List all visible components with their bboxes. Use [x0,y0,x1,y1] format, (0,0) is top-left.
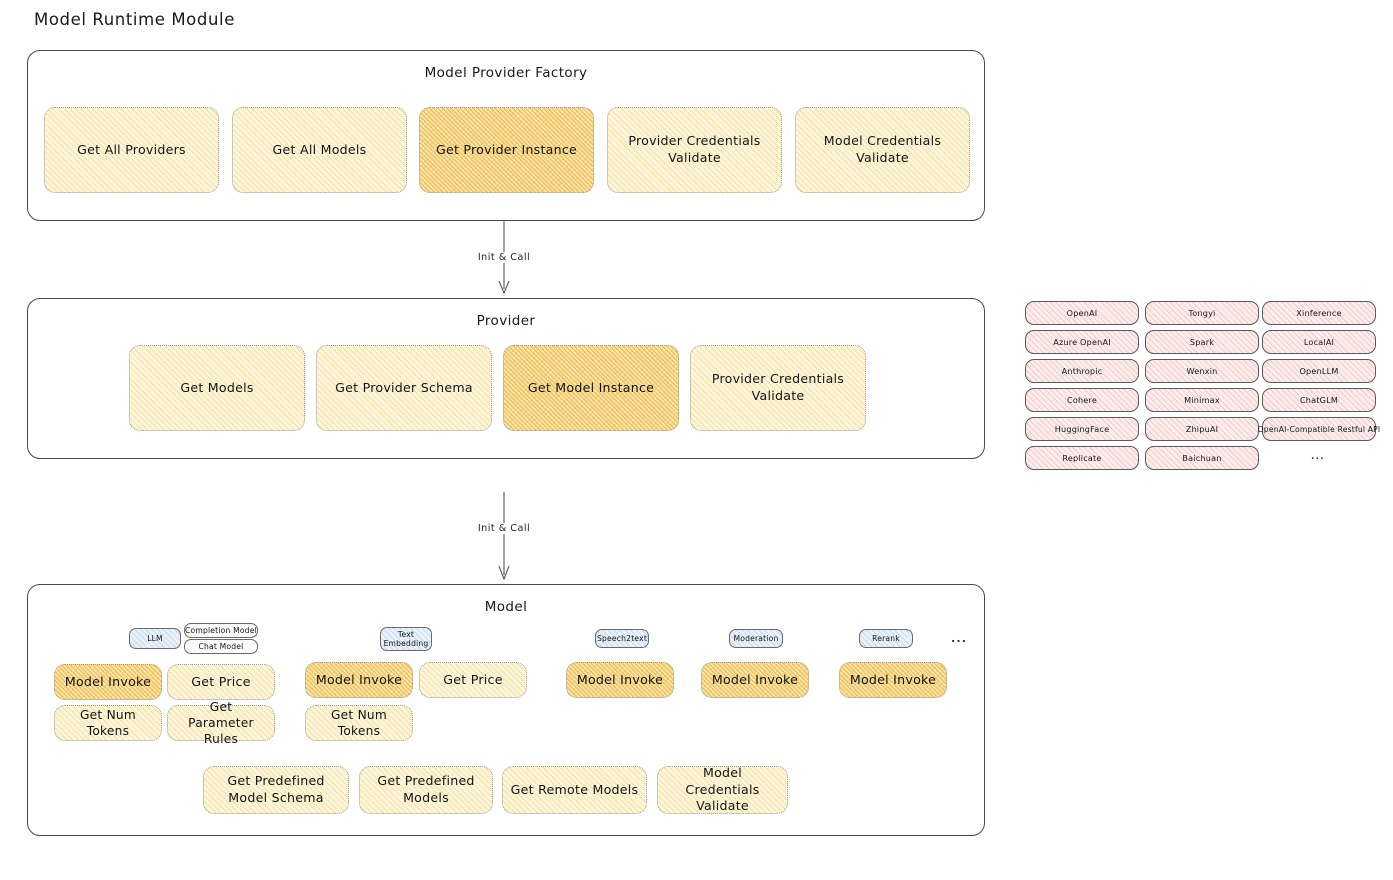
arrow-provider-to-model [495,492,513,584]
provider-title: Provider [476,313,536,329]
arrow-label-init-and-call-1: Init & Call [474,252,534,263]
provider-chip-replicate[interactable]: Replicate [1025,446,1139,470]
factory-method-model-credentials-validate[interactable]: Model Credentials Validate [795,107,970,193]
provider-chip-wenxin[interactable]: Wenxin [1145,359,1259,383]
model-subbadge-completion-model[interactable]: Completion Model [184,623,258,638]
model-provider-factory-title: Model Provider Factory [424,65,588,81]
text-embedding-method-get-price[interactable]: Get Price [419,662,527,698]
llm-method-get-price[interactable]: Get Price [167,664,275,700]
llm-method-model-invoke[interactable]: Model Invoke [54,664,162,700]
provider-list-more: ... [1311,452,1325,462]
speech2text-method-model-invoke[interactable]: Model Invoke [566,662,674,698]
model-shared-method-model-credentials-validate[interactable]: Model Credentials Validate [657,765,788,814]
provider-chip-tongyi[interactable]: Tongyi [1145,301,1259,325]
model-type-badge-llm[interactable]: LLM [129,628,181,649]
provider-chip-baichuan[interactable]: Baichuan [1145,446,1259,470]
provider-chip-huggingface[interactable]: HuggingFace [1025,417,1139,441]
model-shared-method-get-predefined-models[interactable]: Get Predefined Models [359,766,493,814]
provider-method-get-model-instance[interactable]: Get Model Instance [503,345,679,431]
factory-method-get-all-providers[interactable]: Get All Providers [44,107,219,193]
arrow-icon [498,492,510,581]
model-types-more: ... [951,632,968,645]
provider-method-get-provider-schema[interactable]: Get Provider Schema [316,345,492,431]
provider-chip-minimax[interactable]: Minimax [1145,388,1259,412]
model-type-badge-moderation[interactable]: Moderation [729,629,783,648]
provider-method-get-models[interactable]: Get Models [129,345,305,431]
provider-chip-openllm[interactable]: OpenLLM [1262,359,1376,383]
model-subbadge-chat-model[interactable]: Chat Model [184,639,258,654]
arrow-label-init-and-call-2: Init & Call [474,523,534,534]
provider-chip-openai-compatible-restful-api[interactable]: OpenAI-Compatible Restful API [1258,417,1380,441]
factory-method-get-provider-instance[interactable]: Get Provider Instance [419,107,594,193]
factory-method-get-all-models[interactable]: Get All Models [232,107,407,193]
provider-chip-openai[interactable]: OpenAI [1025,301,1139,325]
model-type-badge-text-embedding[interactable]: Text Embedding [380,627,432,651]
rerank-method-model-invoke[interactable]: Model Invoke [839,662,947,698]
model-shared-method-get-remote-models[interactable]: Get Remote Models [502,766,647,814]
text-embedding-method-get-num-tokens[interactable]: Get Num Tokens [305,705,413,741]
factory-method-provider-credentials-validate[interactable]: Provider Credentials Validate [607,107,782,193]
text-embedding-method-model-invoke[interactable]: Model Invoke [305,662,413,698]
provider-chip-spark[interactable]: Spark [1145,330,1259,354]
llm-method-get-parameter-rules[interactable]: Get Parameter Rules [167,700,275,746]
model-title: Model [484,599,528,615]
provider-chip-xinference[interactable]: Xinference [1262,301,1376,325]
moderation-method-model-invoke[interactable]: Model Invoke [701,662,809,698]
model-shared-method-get-predefined-model-schema[interactable]: Get Predefined Model Schema [203,766,349,814]
provider-chip-zhipuai[interactable]: ZhipuAI [1145,417,1259,441]
llm-method-get-num-tokens[interactable]: Get Num Tokens [54,705,162,741]
page-title: Model Runtime Module [34,10,235,29]
provider-chip-localai[interactable]: LocalAI [1262,330,1376,354]
model-type-badge-rerank[interactable]: Rerank [859,629,913,648]
provider-chip-anthropic[interactable]: Anthropic [1025,359,1139,383]
provider-chip-azure-openai[interactable]: Azure OpenAI [1025,330,1139,354]
provider-method-provider-credentials-validate[interactable]: Provider Credentials Validate [690,345,866,431]
provider-chip-cohere[interactable]: Cohere [1025,388,1139,412]
provider-chip-chatglm[interactable]: ChatGLM [1262,388,1376,412]
model-type-badge-speech2text[interactable]: Speech2text [595,629,649,648]
